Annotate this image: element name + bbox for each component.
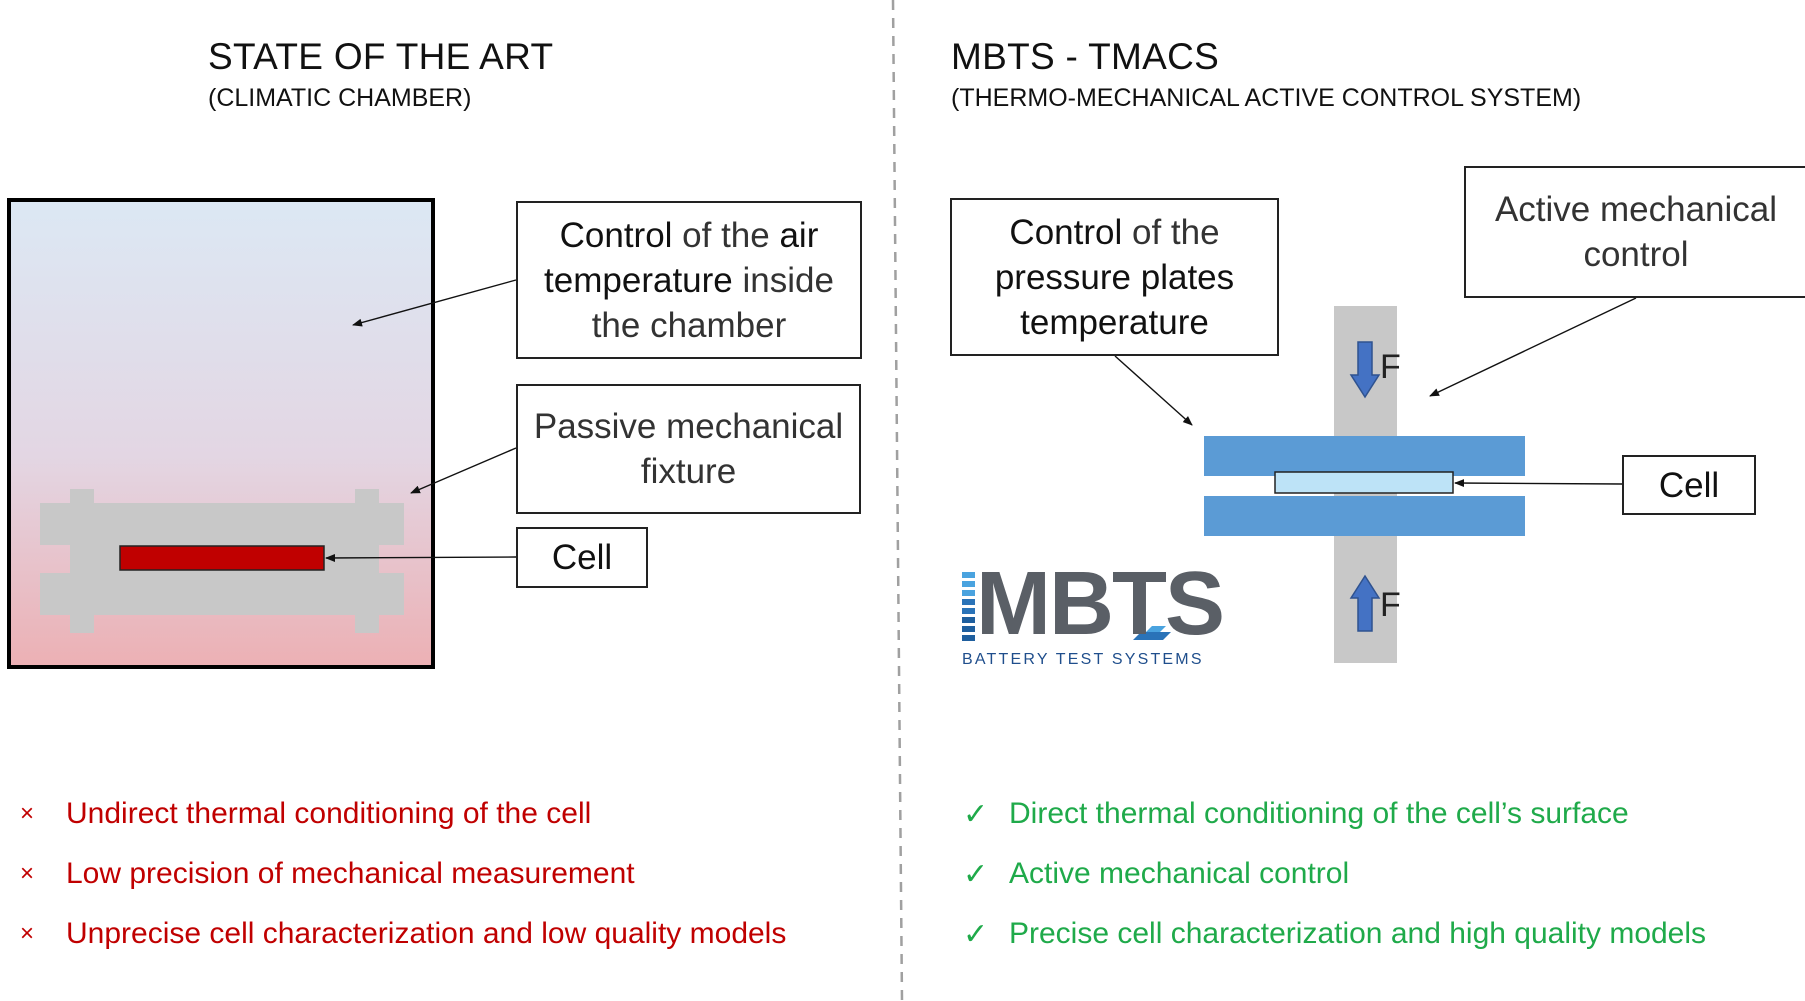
plates-box-rest1: of the (1122, 212, 1220, 252)
air-box-bold3: temperature (544, 260, 733, 300)
plates-box-line3: temperature (1020, 302, 1209, 342)
plates-temperature-box: Control of the pressure plates temperatu… (950, 198, 1279, 356)
list-item: × Low precision of mechanical measurement (20, 844, 786, 904)
arrow-cell-right (1454, 479, 1623, 488)
active-box-line1: Active mechanical (1494, 190, 1778, 229)
cross-icon: × (20, 800, 35, 827)
center-divider (891, 0, 904, 1001)
fixture-box-line2: fixture (640, 452, 737, 491)
pro-text: Active mechanical control (1009, 857, 1350, 890)
cell-box-right: Cell (1622, 455, 1756, 515)
list-item: ✓ Active mechanical control (963, 844, 1706, 904)
air-box-bold2: air (779, 215, 819, 255)
passive-fixture-box: Passive mechanical fixture (516, 384, 861, 514)
con-text: Undirect thermal conditioning of the cel… (66, 797, 592, 830)
pressure-plate-top (1204, 436, 1525, 476)
air-box-rest1: of the (672, 215, 780, 255)
left-subtitle: (CLIMATIC CHAMBER) (208, 84, 472, 112)
air-box-rest2: inside (732, 260, 834, 300)
active-control-box: Active mechanical control (1464, 166, 1805, 298)
cons-list: × Undirect thermal conditioning of the ce… (20, 784, 786, 964)
force-label-top: F (1380, 348, 1401, 386)
cross-icon: × (20, 920, 35, 947)
force-arrow-up (1349, 574, 1381, 632)
right-subtitle: (THERMO-MECHANICAL ACTIVE CONTROL SYSTEM… (951, 84, 1582, 112)
arrow-active (1429, 297, 1637, 397)
mbts-logo (962, 572, 1171, 641)
left-title: STATE OF THE ART (208, 36, 554, 77)
cell-box-left: Cell (516, 527, 648, 588)
air-temperature-box: Control of the air temperature inside th… (516, 201, 862, 359)
arrow-fixture (410, 447, 517, 494)
arrow-plates (1114, 355, 1193, 426)
cell-light (1274, 471, 1454, 494)
arrow-air (352, 279, 517, 327)
cross-icon: × (20, 860, 35, 887)
force-label-bottom: F (1380, 586, 1401, 624)
pros-list: ✓ Direct thermal conditioning of the cell… (963, 784, 1706, 964)
list-item: × Undirect thermal conditioning of the ce… (20, 784, 786, 844)
plates-box-bold1: Control (1009, 212, 1123, 252)
check-icon: ✓ (963, 797, 989, 831)
air-box-bold1: Control (559, 215, 673, 255)
air-box-line3: the chamber (591, 305, 787, 345)
pro-text: Precise cell characterization and high q… (1009, 917, 1707, 950)
right-title: MBTS - TMACS (951, 36, 1220, 77)
pressure-plate-bottom (1204, 496, 1525, 536)
con-text: Unprecise cell characterization and low … (66, 917, 787, 950)
fixture-box-line1: Passive mechanical (533, 407, 844, 446)
list-item: × Unprecise cell characterization and low… (20, 904, 786, 964)
con-text: Low precision of mechanical measurement (66, 857, 635, 890)
force-arrow-down (1349, 341, 1381, 399)
arrow-cell-left (325, 553, 517, 562)
active-box-line2: control (1583, 235, 1689, 274)
mbts-logo-tagline: BATTERY TEST SYSTEMS (962, 651, 1204, 668)
list-item: ✓ Direct thermal conditioning of the cell… (963, 784, 1706, 844)
pro-text: Direct thermal conditioning of the cell’… (1009, 797, 1629, 830)
check-icon: ✓ (963, 857, 989, 891)
cell-red (119, 545, 325, 571)
plates-box-line2: pressure plates (994, 257, 1235, 297)
list-item: ✓ Precise cell characterization and high … (963, 904, 1706, 964)
check-icon: ✓ (963, 917, 989, 951)
mbts-logo-text: MBTS (976, 554, 1225, 654)
